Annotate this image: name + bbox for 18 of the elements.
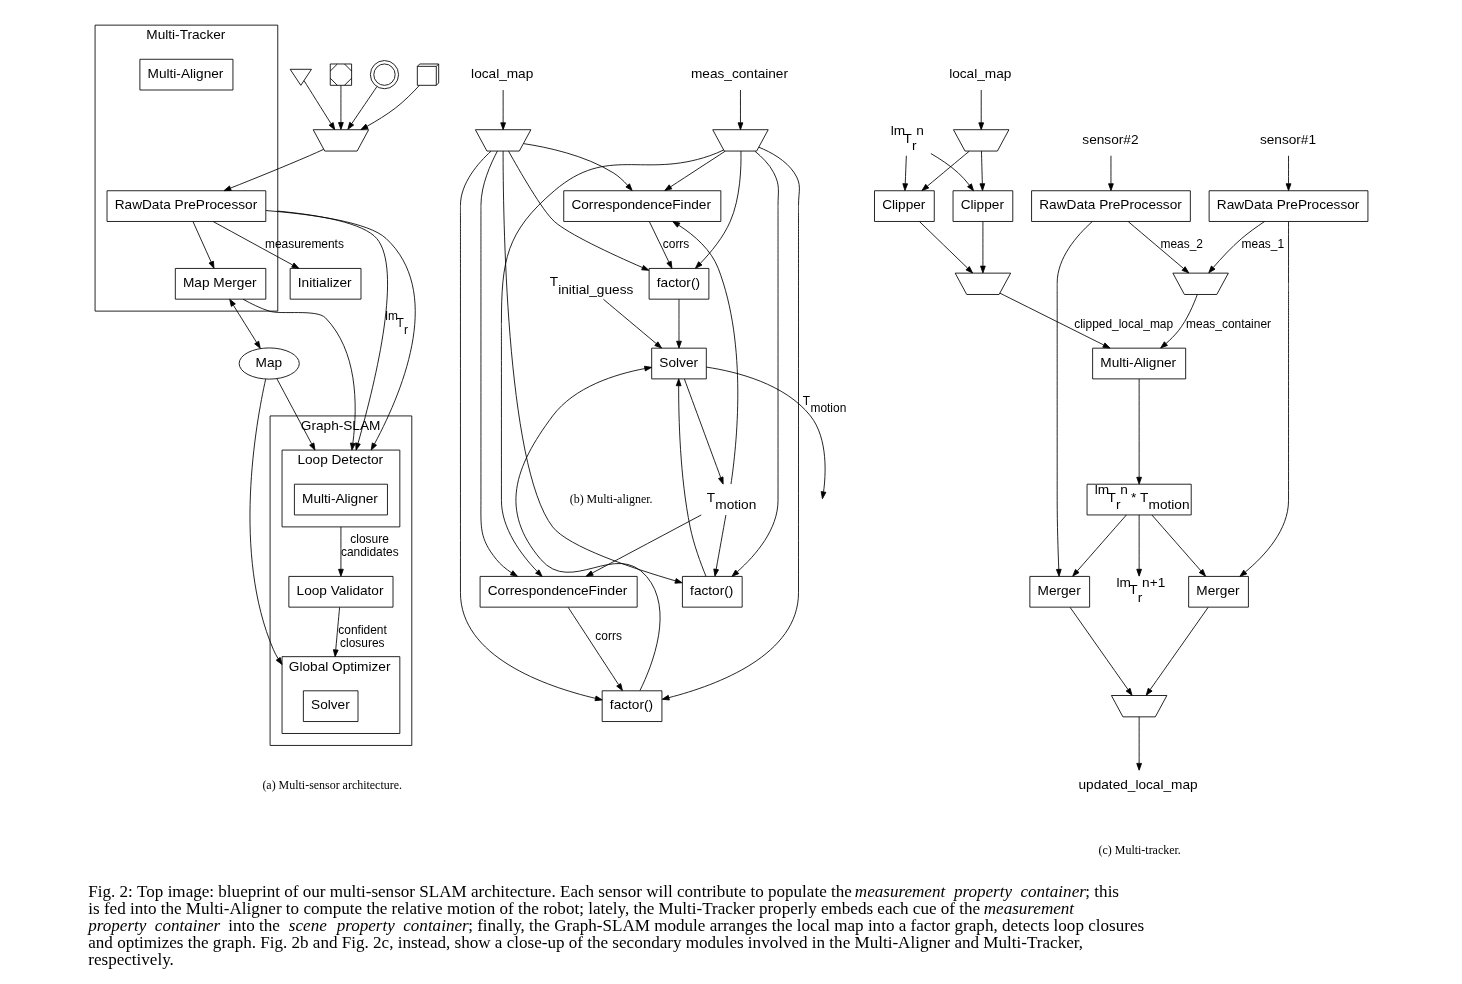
node-text: local_map [470, 65, 533, 81]
node-text: updated_local_map [1078, 776, 1198, 792]
edge-label: meas_2 [1159, 237, 1203, 252]
edge-label: confident closures [337, 622, 387, 650]
node-text: local_map [948, 65, 1011, 81]
node-text: sensor#1 [1259, 131, 1316, 147]
node-text: meas_container [690, 65, 788, 81]
label: (c) Multi-tracker. [1098, 843, 1181, 858]
edge-label: closure candidates [340, 532, 399, 560]
node-text: sensor#2 [1081, 131, 1138, 147]
caption: Fig. 2: Top image: blueprint of our multi-sensor SLAM architecture. Each sensor will contribute to populate the measurement property container; this is fed into the Multi-Aligner to compute the relative motion of the robot; lately, the Multi-Tracker properly embeds each cue of the measurement property container into the scene property container; finally, the Graph-SLAM module arranges the local map into a factor graph, detects loop closures and optimizes the graph. Fig. 2b and Fig. 2c, instead, show a close-up of the secondary modules involved in the Multi-Aligner and Multi-Tracker, respectively. [87, 881, 1144, 969]
edge-label: meas_1 [1241, 237, 1284, 252]
label: (b) Multi-aligner. [569, 491, 653, 506]
edge-label: clipped_local_map [1073, 316, 1173, 331]
edge-label: corrs [662, 237, 689, 252]
label: (a) Multi-sensor architecture. [261, 777, 402, 792]
edge-label: corrs [594, 629, 622, 644]
edge-label: meas_container [1185, 316, 1271, 331]
